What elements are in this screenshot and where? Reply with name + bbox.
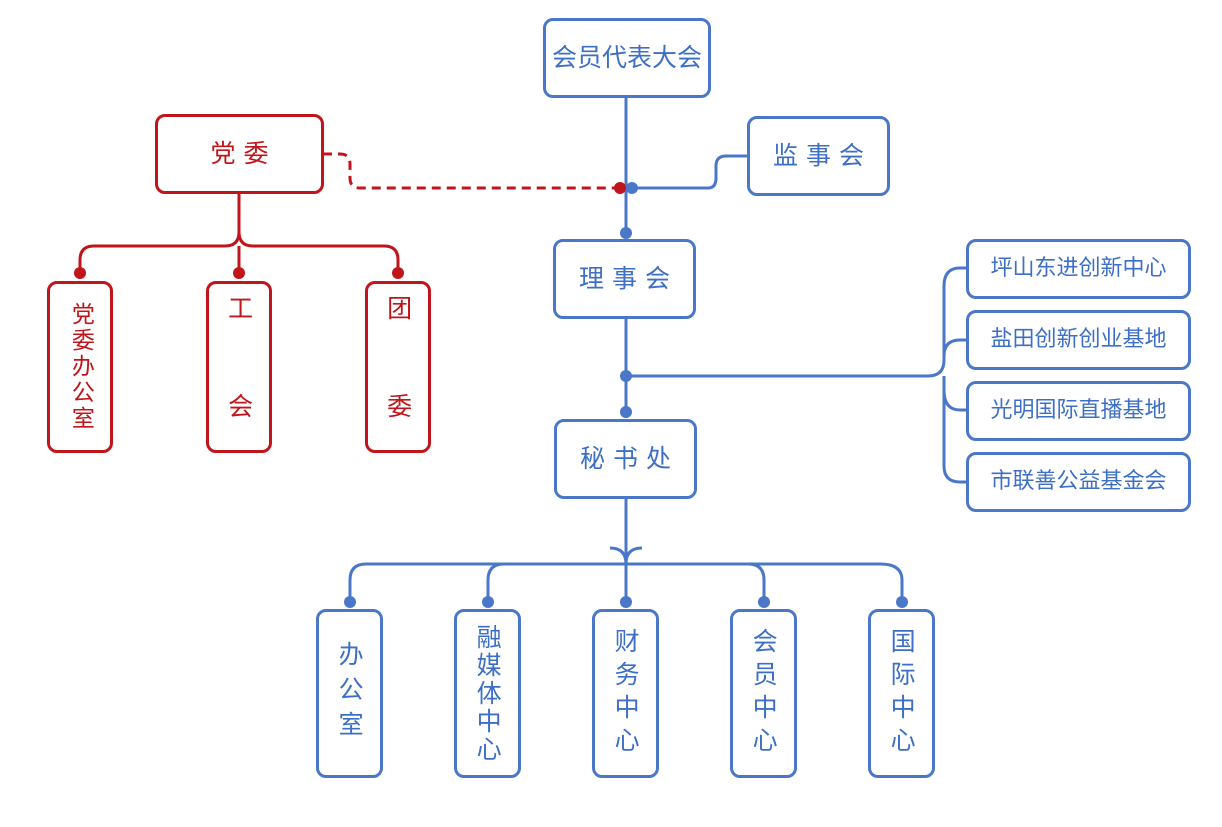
supervisory-label: 监 事 会: [773, 141, 864, 171]
line-affiliates-trunk: [626, 266, 968, 378]
node-dot: [620, 370, 632, 382]
line-affiliate-4: [942, 376, 968, 484]
dept-box-media: 融媒体中心: [454, 609, 521, 778]
affiliate-box-2: 盐田创新创业基地: [966, 310, 1191, 370]
party-committee-box: 党 委: [155, 114, 324, 194]
node-dot: [482, 596, 494, 608]
dept-label: 国际中心: [887, 627, 917, 760]
council-label: 理 事 会: [579, 264, 670, 294]
affiliate-label: 光明国际直播基地: [990, 398, 1167, 424]
node-dot: [758, 596, 770, 608]
affiliate-box-3: 光明国际直播基地: [966, 381, 1191, 441]
line-dept-bus: [366, 546, 904, 600]
line-party-dashed: [323, 152, 620, 190]
node-dot: [626, 182, 638, 194]
affiliate-label: 市联善公益基金会: [990, 469, 1167, 495]
node-dot: [620, 227, 632, 239]
line-party-down: [78, 192, 400, 272]
dept-box-members: 会员中心: [730, 609, 797, 778]
secretariat-label: 秘 书 处: [580, 444, 671, 474]
node-dot: [614, 182, 626, 194]
node-dot: [344, 596, 356, 608]
line-dept-1: [348, 562, 367, 600]
node-dot: [896, 596, 908, 608]
node-dot: [392, 267, 404, 279]
affiliate-label: 坪山东进创新中心: [990, 256, 1167, 282]
party-office-label: 党委办公室: [67, 302, 94, 432]
dept-label: 财务中心: [611, 627, 641, 760]
dept-label: 会员中心: [749, 627, 779, 760]
affiliate-label: 盐田创新创业基地: [990, 327, 1167, 353]
union-box: 工 会: [206, 281, 272, 453]
dept-label: 办公室: [335, 641, 365, 746]
union-label: 工 会: [224, 294, 254, 440]
youth-league-box: 团 委: [365, 281, 431, 453]
node-dot: [620, 406, 632, 418]
party-office-box: 党委办公室: [47, 281, 113, 453]
affiliate-box-4: 市联善公益基金会: [966, 452, 1191, 512]
congress-label: 会员代表大会: [551, 43, 702, 73]
party-committee-label: 党 委: [210, 139, 269, 169]
line-affiliate-2: [942, 338, 968, 357]
secretariat-box: 秘 书 处: [554, 419, 697, 499]
node-dot: [620, 596, 632, 608]
supervisory-box: 监 事 会: [747, 116, 890, 196]
youth-league-label: 团 委: [383, 294, 413, 440]
dept-box-finance: 财务中心: [592, 609, 659, 778]
dept-label: 融媒体中心: [473, 623, 503, 764]
dept-box-international: 国际中心: [868, 609, 935, 778]
line-dept-4: [747, 562, 766, 600]
line-affiliate-3: [942, 389, 968, 412]
affiliate-box-1: 坪山东进创新中心: [966, 239, 1191, 299]
line-dept-2: [486, 562, 505, 600]
council-box: 理 事 会: [553, 239, 696, 319]
node-dot: [233, 267, 245, 279]
node-dot: [74, 267, 86, 279]
line-supervisory: [632, 154, 748, 190]
congress-box: 会员代表大会: [543, 18, 711, 98]
dept-box-office: 办公室: [316, 609, 383, 778]
